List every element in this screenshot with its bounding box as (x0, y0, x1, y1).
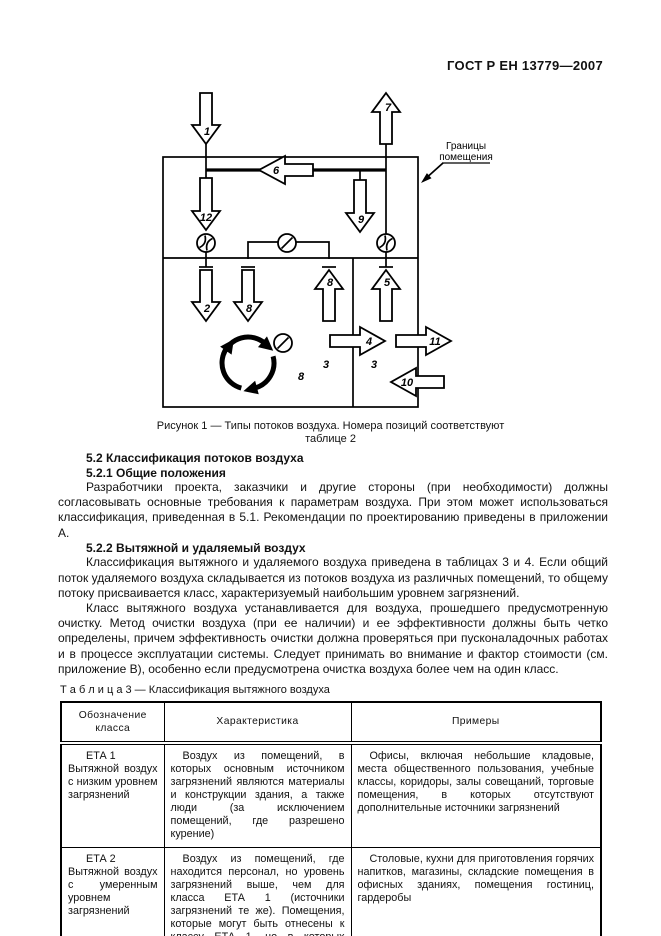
exhaust-air-arrow (370, 91, 402, 145)
room-boundary-rect (162, 156, 419, 408)
figure-caption-line1: Рисунок 1 — Типы потоков воздуха. Номера… (156, 420, 505, 432)
section-5-2-2-paragraph-2: Класс вытяжного воздуха устанавливается … (58, 600, 608, 676)
secondary-air-down-arrow (232, 269, 264, 323)
outdoor-air-arrow (190, 92, 222, 146)
recirculation-air-number: 6 (273, 165, 280, 177)
eta1-class-cell: ЕТА 1 Вытяжной воздух с низким уровнем з… (60, 742, 165, 848)
infiltration-number: 10 (401, 377, 414, 389)
outdoor-air-number: 1 (204, 126, 210, 138)
boundary-label-line2: помещения (439, 152, 493, 163)
secondary-loop-number: 8 (298, 371, 305, 383)
secondary-loop-arrowhead (220, 339, 234, 355)
leakage-arrow (344, 179, 376, 234)
extract-fan-icon (376, 233, 396, 253)
eta2-examples-cell: Столовые, кухни для приготовления горячи… (350, 846, 602, 936)
supply-fan-blade (205, 237, 213, 251)
infiltration-arrow (389, 366, 445, 398)
table-row-eta1: ЕТА 1 Вытяжной воздух с низким уровнем з… (60, 742, 602, 848)
column-header-characteristic: Характеристика (163, 701, 352, 745)
secondary-air-up-number: 8 (327, 277, 334, 289)
extract-air-number: 5 (384, 277, 391, 289)
table-3-title: Т а б л и ц а 3 — Классификация вытяжног… (60, 683, 330, 696)
eta2-class-name: Вытяжной воздух с умеренным уровнем загр… (68, 865, 158, 917)
room-unit-damper-slash (276, 336, 290, 350)
section-5-2-2-heading: 5.2.2 Вытяжной и удаляемый воздух (86, 540, 306, 555)
secondary-loop-arc (219, 346, 243, 391)
extract-fan-blade (379, 235, 387, 249)
supply-air-number: 2 (203, 303, 210, 315)
section-5-2-heading: 5.2 Классификация потоков воздуха (86, 451, 304, 465)
table-header-row: Обозначение класса Характеристика Пример… (60, 701, 602, 745)
mixed-air-number: 12 (200, 212, 212, 224)
section-5-2-1-paragraph: Разработчики проекта, заказчики и другие… (58, 480, 608, 540)
exfiltration-number: 11 (429, 336, 440, 348)
secondary-air-up-arrow (313, 268, 345, 322)
body-text: 5.2 Классификация потоков воздуха 5.2.1 … (58, 451, 608, 677)
exhaust-air-number: 7 (385, 102, 392, 114)
figure-caption: Рисунок 1 — Типы потоков воздуха. Номера… (0, 420, 661, 446)
indoor-air-number-room1: 3 (323, 359, 329, 371)
section-5-2-2-paragraph-1: Классификация вытяжного и удаляемого воз… (58, 555, 608, 600)
table-row-eta2: ЕТА 2 Вытяжной воздух с умеренным уровне… (60, 846, 602, 936)
recirculation-air-arrow (257, 154, 314, 186)
section-5-2-1-heading: 5.2.1 Общие положения (86, 465, 226, 480)
supply-fan-icon (196, 233, 216, 253)
extract-air-classification-table: Обозначение класса Характеристика Пример… (60, 700, 602, 936)
secondary-air-down-number: 8 (246, 303, 253, 315)
extract-fan-blade (385, 237, 393, 251)
exfiltration-arrow (395, 325, 453, 357)
eta2-class-cell: ЕТА 2 Вытяжной воздух с умеренным уровне… (60, 846, 165, 936)
boundary-label-line1: Границы (446, 141, 486, 152)
indoor-air-number-room2: 3 (371, 359, 377, 371)
eta1-characteristic-cell: Воздух из помещений, в которых основным … (163, 742, 352, 848)
mixed-air-arrow (190, 177, 222, 232)
column-header-class: Обозначение класса (60, 701, 165, 745)
transferred-air-number: 4 (365, 336, 372, 348)
boundary-pointer-arrowhead (421, 173, 432, 183)
leakage-number: 9 (358, 214, 365, 226)
eta2-characteristic-cell: Воздух из помещений, где находится персо… (163, 846, 352, 936)
extract-air-arrow (370, 268, 402, 322)
secondary-damper-slash (280, 236, 294, 250)
eta1-class-code: ЕТА 1 (86, 749, 116, 762)
air-flow-diagram: 1 7 6 12 9 2 8 8 5 4 11 10 (162, 91, 493, 408)
secondary-loop-arrowhead (257, 336, 274, 351)
eta2-class-code: ЕТА 2 (86, 852, 116, 865)
eta1-examples-cell: Офисы, включая небольшие кладовые, места… (350, 742, 602, 848)
secondary-loop-arc (253, 355, 277, 391)
transferred-air-arrow (329, 325, 387, 357)
supply-air-arrow (190, 269, 222, 323)
secondary-loop-arrowhead (243, 380, 259, 395)
doc-number: ГОСТ Р ЕН 13779—2007 (447, 58, 603, 73)
supply-fan-blade (199, 235, 207, 249)
column-header-examples: Примеры (350, 701, 602, 745)
figure-1: 1 7 6 12 9 2 8 8 5 4 11 10 (0, 83, 661, 418)
figure-caption-line2: таблице 2 (305, 433, 356, 445)
eta1-class-name: Вытяжной воздух с низким уровнем загрязн… (68, 762, 158, 801)
